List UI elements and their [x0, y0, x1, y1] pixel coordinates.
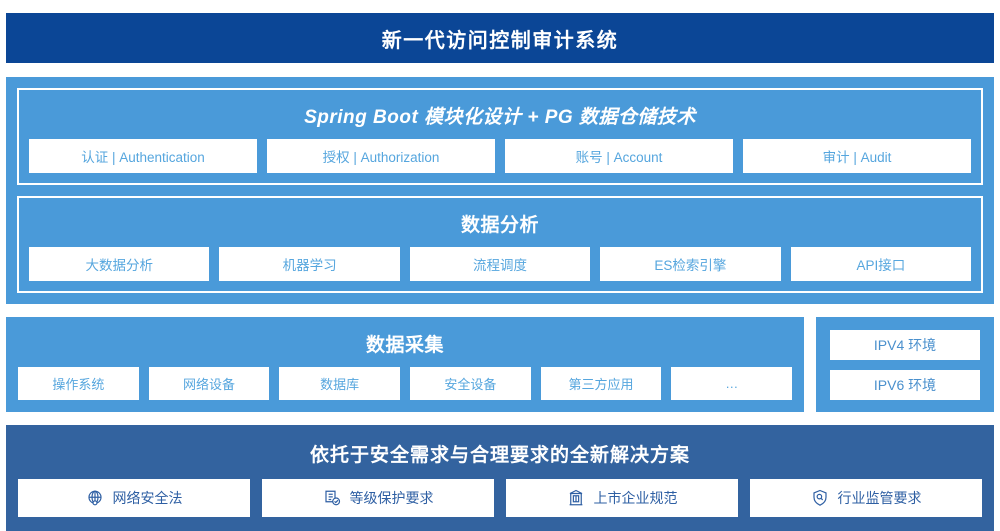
platform-module-authentication[interactable]: 认证 | Authentication	[29, 139, 257, 173]
environment-item-ipv4[interactable]: IPV4 环境	[830, 329, 980, 360]
compliance-item-classified-protection[interactable]: 等级保护要求	[262, 479, 494, 517]
analysis-item-machine-learning[interactable]: 机器学习	[219, 247, 400, 281]
analysis-item-api[interactable]: API接口	[790, 247, 972, 281]
collection-panel: 数据采集 操作系统 网络设备 数据库 安全设备 第三方应用 …	[6, 317, 804, 412]
platform-module-audit[interactable]: 审计 | Audit	[743, 139, 971, 173]
compliance-title: 依托于安全需求与合理要求的全新解决方案	[309, 445, 690, 466]
analysis-item-bigdata[interactable]: 大数据分析	[29, 247, 210, 281]
platform-title: Spring Boot 模块化设计 + PG 数据仓储技术	[304, 107, 696, 128]
compliance-item-cybersecurity-law[interactable]: 网络安全法	[18, 479, 250, 517]
collection-item-network-device[interactable]: 网络设备	[148, 367, 270, 400]
compliance-item-label: 上市企业规范	[593, 490, 678, 506]
environment-panel: IPV4 环境 IPV6 环境	[816, 317, 994, 412]
analysis-item-workflow[interactable]: 流程调度	[409, 247, 591, 281]
document-check-icon	[323, 489, 341, 507]
platform-module-account[interactable]: 账号 | Account	[505, 139, 733, 173]
collection-title: 数据采集	[365, 335, 444, 356]
compliance-item-label: 等级保护要求	[349, 490, 434, 506]
platform-box: Spring Boot 模块化设计 + PG 数据仓储技术 认证 | Authe…	[17, 88, 983, 185]
compliance-item-label: 网络安全法	[112, 490, 183, 506]
page-title: 新一代访问控制审计系统	[381, 29, 619, 52]
analysis-item-row: 大数据分析 机器学习 流程调度 ES检索引擎 API接口	[29, 247, 972, 281]
compliance-item-industry-regulation[interactable]: 行业监管要求	[750, 479, 982, 517]
collection-item-security-device[interactable]: 安全设备	[410, 367, 531, 400]
shield-search-icon	[811, 489, 829, 507]
collection-item-database[interactable]: 数据库	[279, 367, 401, 400]
platform-module-authorization[interactable]: 授权 | Authorization	[267, 139, 495, 173]
collection-item-os[interactable]: 操作系统	[18, 367, 139, 400]
collection-item-row: 操作系统 网络设备 数据库 安全设备 第三方应用 …	[18, 367, 793, 400]
collection-item-third-party-app[interactable]: 第三方应用	[540, 367, 662, 400]
compliance-item-label: 行业监管要求	[837, 490, 922, 506]
platform-module-row: 认证 | Authentication 授权 | Authorization 账…	[29, 139, 971, 173]
platform-analysis-panel: Spring Boot 模块化设计 + PG 数据仓储技术 认证 | Authe…	[6, 77, 994, 304]
analysis-title: 数据分析	[460, 215, 539, 236]
compliance-item-row: 网络安全法 等级保护要求	[18, 479, 982, 517]
bank-building-icon	[567, 489, 585, 507]
analysis-item-es-search[interactable]: ES检索引擎	[600, 247, 781, 281]
collection-row: 数据采集 操作系统 网络设备 数据库 安全设备 第三方应用 … IPV4 环境 …	[6, 317, 994, 412]
compliance-item-listed-company[interactable]: 上市企业规范	[506, 479, 738, 517]
collection-item-more[interactable]: …	[671, 367, 793, 400]
environment-item-ipv6[interactable]: IPV6 环境	[830, 369, 980, 400]
compliance-panel: 依托于安全需求与合理要求的全新解决方案 网络安全法	[6, 425, 994, 531]
analysis-box: 数据分析 大数据分析 机器学习 流程调度 ES检索引擎 API接口	[17, 196, 983, 293]
header-bar: 新一代访问控制审计系统	[6, 13, 994, 63]
globe-icon	[86, 489, 104, 507]
